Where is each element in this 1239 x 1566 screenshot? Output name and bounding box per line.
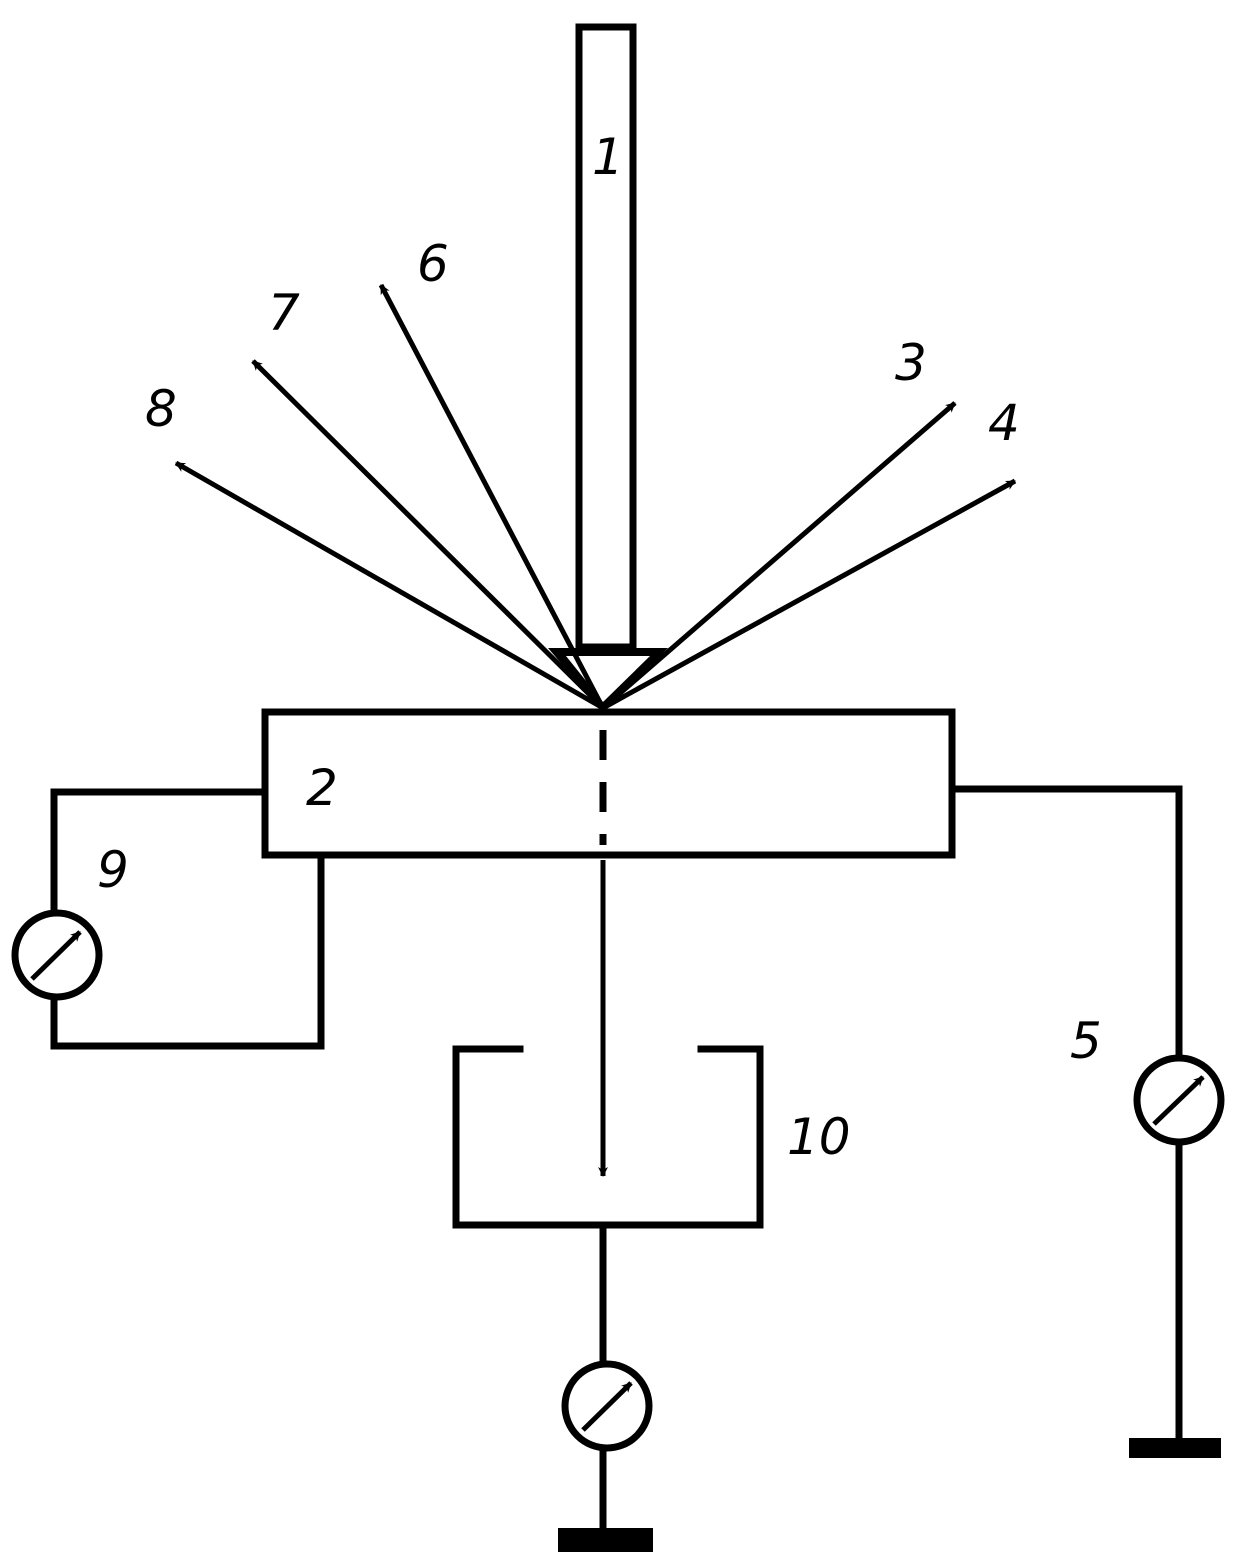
label-ray-3: 3	[895, 334, 927, 392]
ammeter-9-icon	[11, 909, 103, 1001]
ground-10-icon	[558, 1528, 653, 1552]
ground-5-icon	[1129, 1438, 1221, 1458]
label-meter-9: 9	[97, 841, 129, 899]
label-ray-4: 4	[988, 394, 1020, 452]
emitted-rays	[174, 283, 1017, 711]
label-collector-10: 10	[787, 1108, 851, 1166]
ray-6-arrow-icon	[378, 283, 606, 710]
circuit-9	[11, 788, 325, 1050]
label-sample-2: 2	[306, 759, 338, 817]
ammeter-5-icon	[1133, 1054, 1225, 1146]
label-beam-1: 1	[592, 128, 624, 186]
sample-block	[261, 708, 956, 859]
ray-4-arrow-icon	[601, 478, 1017, 711]
label-ray-7: 7	[268, 284, 300, 342]
ray-8-arrow-icon	[174, 460, 605, 711]
circuit-5	[948, 785, 1225, 1458]
ammeter-10-icon	[561, 1360, 653, 1452]
label-ray-8: 8	[145, 380, 177, 438]
label-ray-6: 6	[417, 235, 449, 293]
collector-10	[452, 1045, 764, 1552]
ray-7-arrow-icon	[251, 359, 605, 710]
ray-3-arrow-icon	[601, 401, 957, 710]
label-meter-5: 5	[1070, 1012, 1102, 1070]
